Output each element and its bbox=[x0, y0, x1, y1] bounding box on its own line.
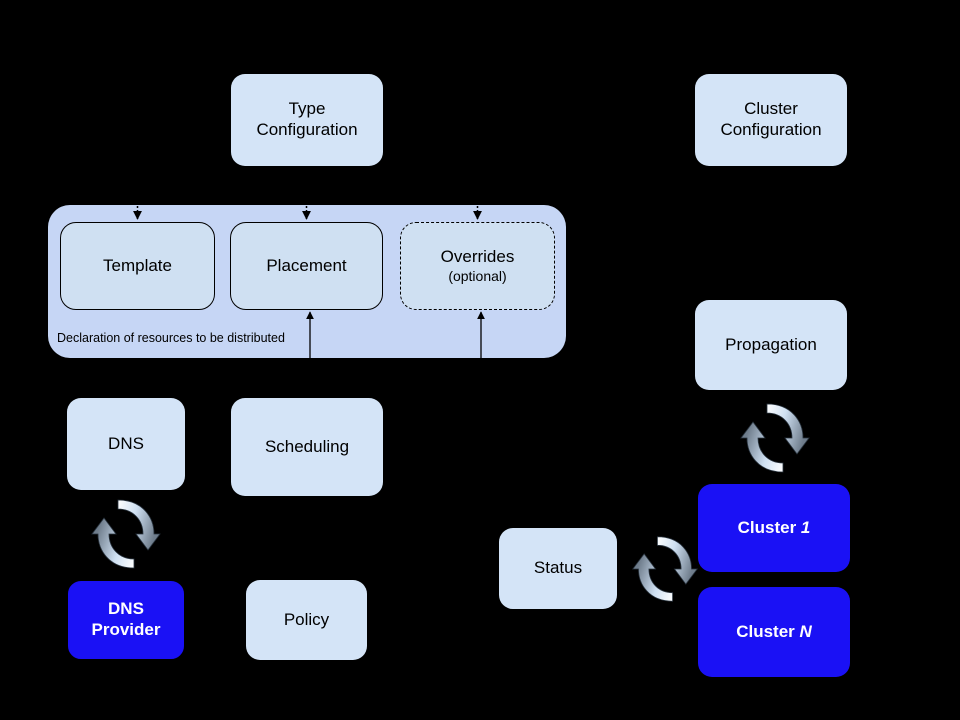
node-dns-provider-label: DNS Provider bbox=[91, 599, 161, 639]
node-template[interactable]: Template bbox=[60, 222, 215, 310]
node-policy-label: Policy bbox=[283, 609, 330, 629]
node-template-label: Template bbox=[103, 255, 172, 275]
sync-arrows-icon-dns bbox=[91, 499, 161, 569]
node-placement-label: Placement bbox=[266, 255, 347, 275]
node-cluster-1-label: Cluster 1 bbox=[738, 518, 811, 539]
node-dns-provider[interactable]: DNS Provider bbox=[67, 580, 185, 660]
node-placement[interactable]: Placement bbox=[230, 222, 383, 310]
sync-arrows-icon-propagation bbox=[740, 403, 810, 473]
node-cluster-1-index: 1 bbox=[800, 517, 811, 537]
node-cluster-n-label: Cluster N bbox=[736, 622, 812, 643]
node-overrides-label: Overrides bbox=[440, 247, 515, 267]
node-dns-label: DNS bbox=[108, 433, 144, 453]
node-overrides[interactable]: Overrides (optional) bbox=[400, 222, 555, 310]
node-scheduling-label: Scheduling bbox=[264, 436, 350, 456]
node-cluster-n[interactable]: Cluster N bbox=[698, 587, 850, 677]
node-type-configuration-label: Type Configuration bbox=[256, 99, 358, 139]
node-cluster-n-prefix: Cluster bbox=[736, 621, 800, 641]
resource-declaration-caption: Declaration of resources to be distribut… bbox=[57, 331, 285, 345]
node-status[interactable]: Status bbox=[499, 528, 617, 609]
node-status-label: Status bbox=[533, 558, 583, 578]
node-cluster-configuration-label: Cluster Configuration bbox=[720, 99, 822, 139]
node-policy[interactable]: Policy bbox=[246, 580, 367, 660]
node-dns[interactable]: DNS bbox=[67, 398, 185, 490]
node-cluster-1-prefix: Cluster bbox=[737, 517, 801, 537]
node-type-configuration[interactable]: Type Configuration bbox=[231, 74, 383, 166]
node-propagation-label: Propagation bbox=[725, 334, 817, 354]
node-propagation[interactable]: Propagation bbox=[695, 300, 847, 390]
sync-arrows-icon-status bbox=[632, 536, 698, 602]
node-cluster-configuration[interactable]: Cluster Configuration bbox=[695, 74, 847, 166]
node-scheduling[interactable]: Scheduling bbox=[231, 398, 383, 496]
node-overrides-sublabel: (optional) bbox=[448, 267, 507, 284]
node-cluster-1[interactable]: Cluster 1 bbox=[698, 484, 850, 572]
node-cluster-n-index: N bbox=[799, 621, 812, 641]
